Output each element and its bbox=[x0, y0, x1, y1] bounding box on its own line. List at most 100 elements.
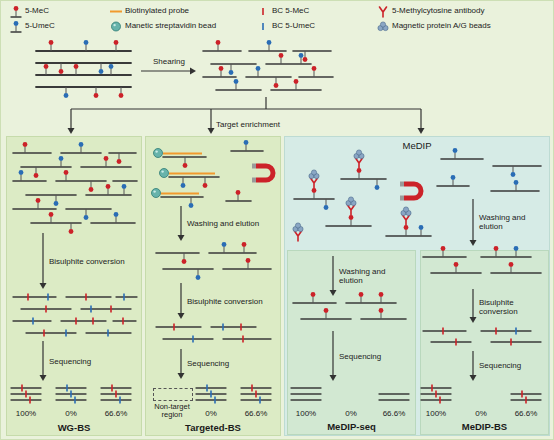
methyl-mark bbox=[324, 308, 329, 313]
protein-ag-bead bbox=[309, 173, 314, 178]
lollipop-stem bbox=[516, 185, 517, 192]
protein-ag-bead bbox=[406, 210, 411, 215]
dna-strand bbox=[101, 387, 131, 388]
lollipop-stem bbox=[406, 230, 407, 237]
lollipop-stem bbox=[381, 297, 382, 304]
dna-strand bbox=[156, 326, 201, 327]
dna-strand bbox=[101, 393, 131, 394]
methyl-mark bbox=[183, 163, 188, 168]
illustration-group bbox=[11, 40, 541, 403]
bc-methyl-tick bbox=[111, 385, 113, 392]
panel-title: Targeted-BS bbox=[146, 422, 280, 433]
lollipop-stem bbox=[21, 175, 22, 182]
dna-strand bbox=[437, 185, 469, 187]
dna-strand bbox=[216, 89, 261, 91]
lollipop-stem bbox=[326, 313, 327, 320]
lollipop-stem bbox=[276, 77, 277, 84]
bc-methyl-tick bbox=[43, 330, 45, 337]
methyl-mark bbox=[236, 190, 241, 195]
percent-label: 100% bbox=[421, 409, 451, 418]
methyl-mark bbox=[379, 292, 384, 297]
bc-methyl-tick bbox=[431, 385, 433, 392]
dna-strand bbox=[421, 399, 451, 400]
dna-strand bbox=[11, 387, 41, 388]
protein-ag-bead bbox=[401, 210, 406, 215]
lollipop-stem bbox=[296, 84, 297, 91]
dna-strand bbox=[113, 320, 136, 321]
arrow-head bbox=[40, 283, 47, 289]
method-panel: Targeted-BSNon-target region bbox=[145, 136, 281, 436]
unmethyl-mark bbox=[79, 142, 84, 147]
dna-strand bbox=[326, 225, 371, 227]
arrow-head bbox=[68, 128, 75, 134]
arrow-shaft bbox=[332, 331, 333, 376]
bc-unmethyl-tick bbox=[262, 23, 264, 30]
dna-strand bbox=[203, 50, 241, 52]
bc-unmethyl-tick bbox=[47, 294, 49, 301]
methyl-mark bbox=[246, 258, 251, 263]
bc-unmethyl-tick bbox=[222, 324, 224, 331]
legend-text: BC 5-UmeC bbox=[272, 20, 315, 32]
legend-text: BC 5-MeC bbox=[272, 5, 309, 17]
dna-strand bbox=[291, 387, 321, 388]
methyl-mark bbox=[119, 93, 124, 98]
lollipop-stem bbox=[313, 297, 314, 304]
lollipop-stem bbox=[421, 230, 422, 237]
method-panel: MeDIP-BS bbox=[420, 250, 549, 435]
dna-strand bbox=[36, 50, 131, 52]
unmethyl-mark bbox=[84, 215, 89, 220]
methyl-mark bbox=[14, 6, 19, 11]
dna-strand bbox=[421, 393, 451, 394]
bc-unmethyl-tick bbox=[66, 385, 68, 392]
dna-strand bbox=[21, 308, 71, 309]
lollipop-stem bbox=[46, 69, 47, 76]
lollipop-stem bbox=[86, 209, 87, 216]
methyl-mark bbox=[49, 212, 54, 217]
methyl-mark bbox=[36, 198, 41, 203]
lollipop-stem bbox=[101, 63, 102, 70]
methyl-mark bbox=[59, 69, 64, 74]
methyl-mark bbox=[441, 246, 446, 251]
magnet bbox=[252, 166, 273, 180]
dna-strand bbox=[161, 196, 203, 198]
unmethyl-mark bbox=[64, 93, 69, 98]
dna-strand bbox=[423, 330, 466, 331]
dna-strand bbox=[203, 76, 236, 78]
bc-unmethyl-tick bbox=[32, 318, 34, 325]
arrow-head bbox=[418, 128, 425, 134]
protein-ag-bead bbox=[351, 200, 356, 205]
unmethyl-mark bbox=[514, 246, 519, 251]
magnet bbox=[400, 184, 421, 198]
dna-strand bbox=[226, 200, 251, 202]
bc-methyl-tick bbox=[510, 339, 512, 346]
arrow-shaft bbox=[332, 256, 333, 291]
step-label: Sequencing bbox=[187, 359, 267, 368]
dna-strand bbox=[113, 180, 137, 182]
methyl-mark bbox=[349, 215, 354, 220]
lollipop-stem bbox=[513, 166, 514, 173]
dna-strand bbox=[481, 256, 531, 258]
step-label: Washing and elution bbox=[187, 219, 279, 228]
bc-methyl-tick bbox=[455, 339, 457, 346]
arrow-head bbox=[178, 373, 185, 379]
lollipop-stem bbox=[76, 69, 77, 76]
lollipop-stem bbox=[56, 195, 57, 202]
percent-label: 100% bbox=[11, 409, 41, 418]
dna-strand bbox=[341, 178, 386, 180]
arrow-head bbox=[178, 313, 185, 319]
unmethyl-mark bbox=[99, 69, 104, 74]
dna-strand bbox=[246, 76, 291, 78]
bc-unmethyl-tick bbox=[192, 336, 194, 343]
legend-symbol bbox=[376, 20, 390, 33]
methyl-mark bbox=[182, 259, 187, 264]
percent-label: 66.6% bbox=[101, 409, 131, 418]
methyl-mark bbox=[303, 57, 308, 62]
lollipop-stem bbox=[16, 11, 17, 18]
lollipop-stem bbox=[51, 217, 52, 224]
dna-strand bbox=[293, 302, 336, 304]
magnet-pole bbox=[400, 196, 404, 201]
dna-strand bbox=[223, 338, 271, 339]
percent-label: 66.6% bbox=[379, 409, 409, 418]
percent-label: 0% bbox=[56, 409, 86, 418]
